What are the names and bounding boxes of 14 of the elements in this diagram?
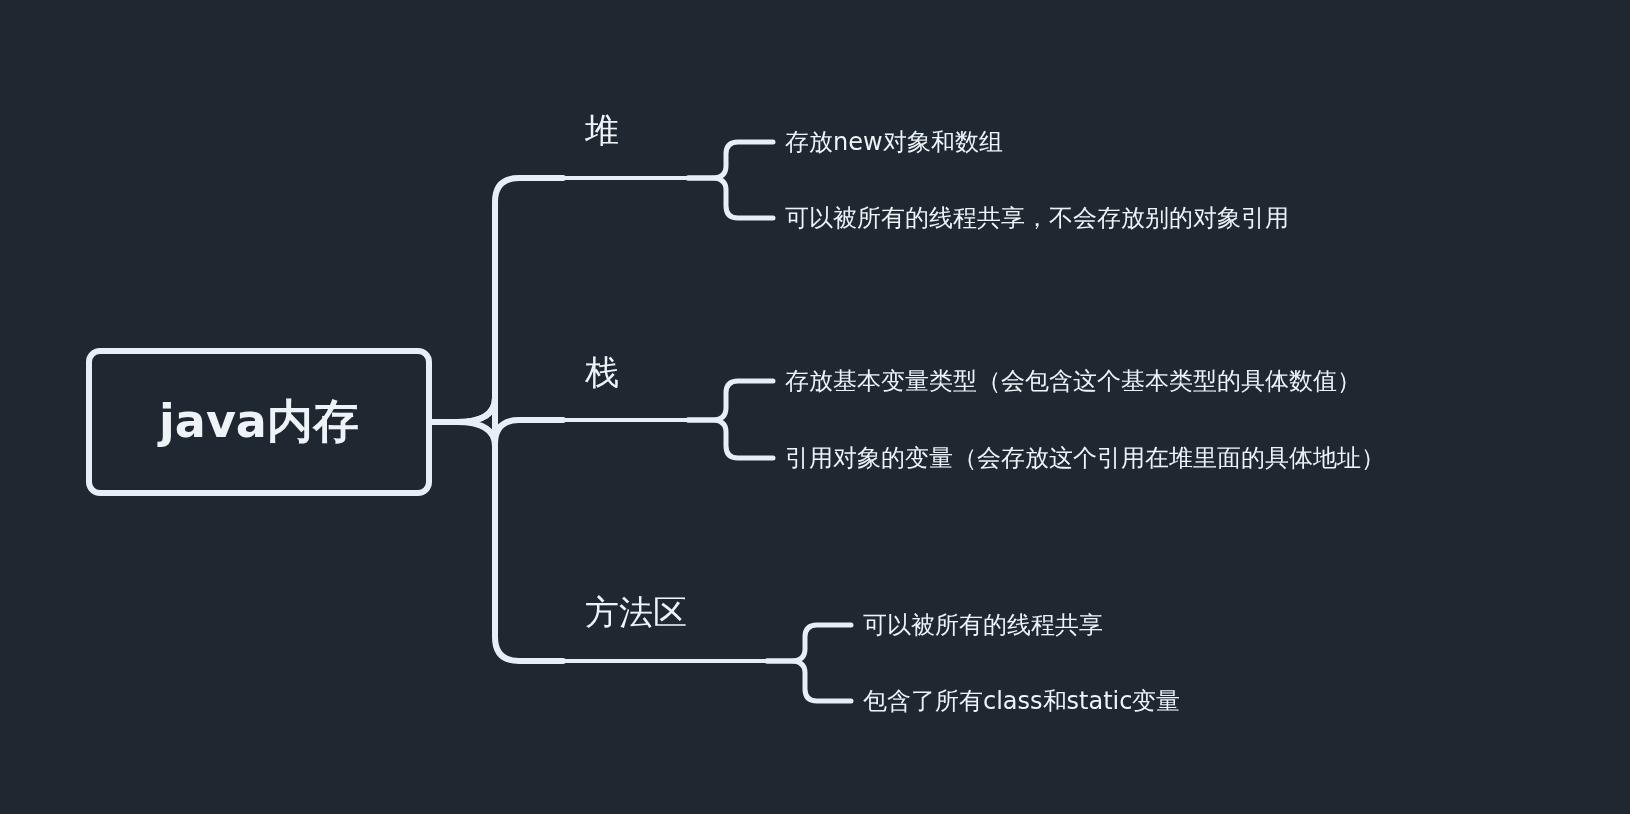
leaf-text: 引用对象的变量（会存放这个引用在堆里面的具体地址）	[773, 440, 1493, 476]
brace-connector	[429, 419, 566, 664]
leaf-text: 可以被所有的线程共享	[851, 607, 1231, 643]
brace-connector	[685, 417, 776, 461]
branch-topic: 方法区	[563, 590, 767, 663]
leaf-text: 包含了所有class和static变量	[851, 683, 1331, 719]
brace-connector	[685, 175, 776, 221]
leaf-text: 存放基本变量类型（会包含这个基本类型的具体数值）	[773, 363, 1473, 399]
brace-connector	[764, 658, 854, 704]
leaf-text: 存放new对象和数组	[773, 124, 1153, 160]
branch-topic: 堆	[563, 108, 688, 180]
branch-topic: 栈	[563, 350, 688, 422]
root-box: java内存	[86, 348, 432, 496]
leaf-text: 可以被所有的线程共享，不会存放别的对象引用	[773, 200, 1393, 236]
